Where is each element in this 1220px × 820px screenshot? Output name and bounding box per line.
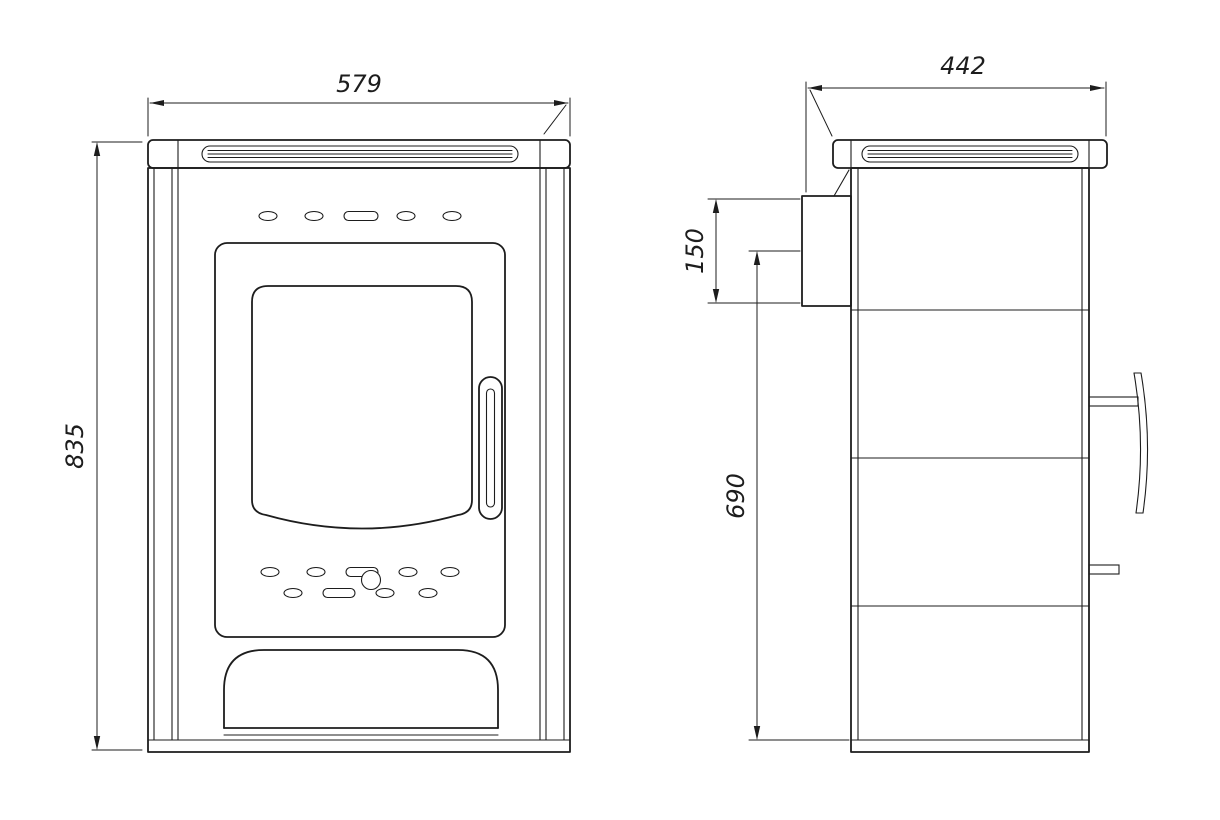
vent-oval-wide: [322, 587, 356, 599]
dimension-label-flue-offset: 150: [681, 228, 709, 274]
front-view-dimensions: 579 835: [61, 70, 571, 751]
vent-oval: [375, 587, 395, 599]
ash-drawer-arch: [223, 649, 499, 729]
dimension-arrowhead: [150, 100, 164, 106]
vent-oval: [306, 566, 326, 578]
door-handle-grip: [485, 388, 496, 508]
dimension-arrowhead: [93, 142, 101, 156]
vent-oval: [258, 210, 278, 222]
vent-oval: [442, 210, 462, 222]
air-grille: [861, 145, 1079, 163]
air-grille: [201, 145, 519, 163]
dimension-arrowhead: [753, 726, 761, 740]
vent-oval: [304, 210, 324, 222]
ash-door-latch: [1088, 564, 1120, 575]
vent-oval-wide: [343, 210, 379, 222]
door-glass: [251, 285, 473, 530]
dimension-leader: [543, 104, 567, 135]
dimension-label-height: 835: [61, 423, 89, 469]
dimension-arrowhead: [712, 199, 720, 213]
side-body-outline: [850, 167, 1090, 753]
flue-collar-chamfer: [833, 169, 850, 197]
front-view: [147, 139, 571, 753]
dimension-arrowhead: [93, 736, 101, 750]
door-handle-side: [1133, 372, 1142, 514]
vent-oval: [398, 566, 418, 578]
vent-oval: [260, 566, 280, 578]
dimension-leader: [809, 89, 833, 137]
dimension-arrowhead: [753, 251, 761, 265]
door-handle: [478, 376, 503, 520]
dimension-label-depth: 442: [940, 52, 986, 80]
dimension-arrowhead: [554, 100, 568, 106]
body-outline: [147, 167, 571, 753]
fire-door: [214, 242, 506, 638]
dimension-label-body-height: 690: [722, 473, 750, 519]
side-view-dimensions: 442 150 690: [681, 52, 1107, 741]
flue-outlet: [801, 195, 852, 307]
dimension-arrowhead: [712, 289, 720, 303]
vent-oval: [418, 587, 438, 599]
vent-oval: [440, 566, 460, 578]
dimension-arrowhead: [1090, 85, 1104, 91]
dimension-arrowhead: [808, 85, 822, 91]
door-handle-side: [1140, 372, 1149, 514]
vent-oval: [283, 587, 303, 599]
side-view: [801, 139, 1149, 753]
air-control-knob: [360, 569, 382, 591]
vent-oval: [396, 210, 416, 222]
dimension-label-width: 579: [336, 70, 382, 98]
handle-bracket: [1088, 396, 1139, 407]
